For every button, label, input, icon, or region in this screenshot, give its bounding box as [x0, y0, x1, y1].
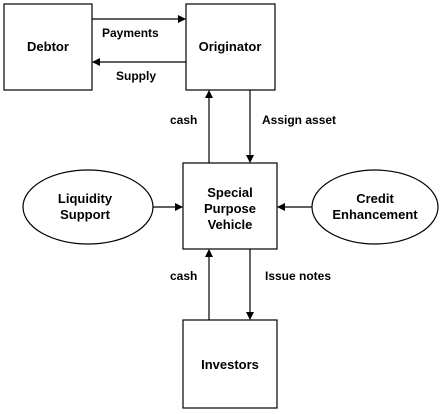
cash-top-label: cash — [170, 113, 197, 127]
liquidity-label-line1: Liquidity — [58, 191, 113, 206]
spv-label-line2: Purpose — [204, 201, 256, 216]
credit-label-line2: Enhancement — [332, 207, 418, 222]
originator-label: Originator — [199, 39, 262, 54]
debtor-label: Debtor — [27, 39, 69, 54]
debtor-node: Debtor — [3, 3, 93, 91]
spv-node: Special Purpose Vehicle — [182, 162, 278, 250]
spv-label-line3: Vehicle — [208, 217, 253, 232]
liquidity-support-node: Liquidity Support — [22, 169, 154, 245]
payments-label: Payments — [102, 26, 159, 40]
liquidity-label-line2: Support — [60, 207, 110, 222]
credit-label-line1: Credit — [356, 191, 394, 206]
issue-notes-label: Issue notes — [265, 269, 331, 283]
investors-label: Investors — [201, 357, 259, 372]
assign-asset-label: Assign asset — [262, 113, 336, 127]
credit-enhancement-node: Credit Enhancement — [311, 169, 439, 245]
originator-node: Originator — [185, 3, 276, 91]
supply-label: Supply — [116, 69, 156, 83]
investors-node: Investors — [182, 319, 278, 409]
cash-bottom-label: cash — [170, 269, 197, 283]
spv-label-line1: Special — [207, 185, 253, 200]
